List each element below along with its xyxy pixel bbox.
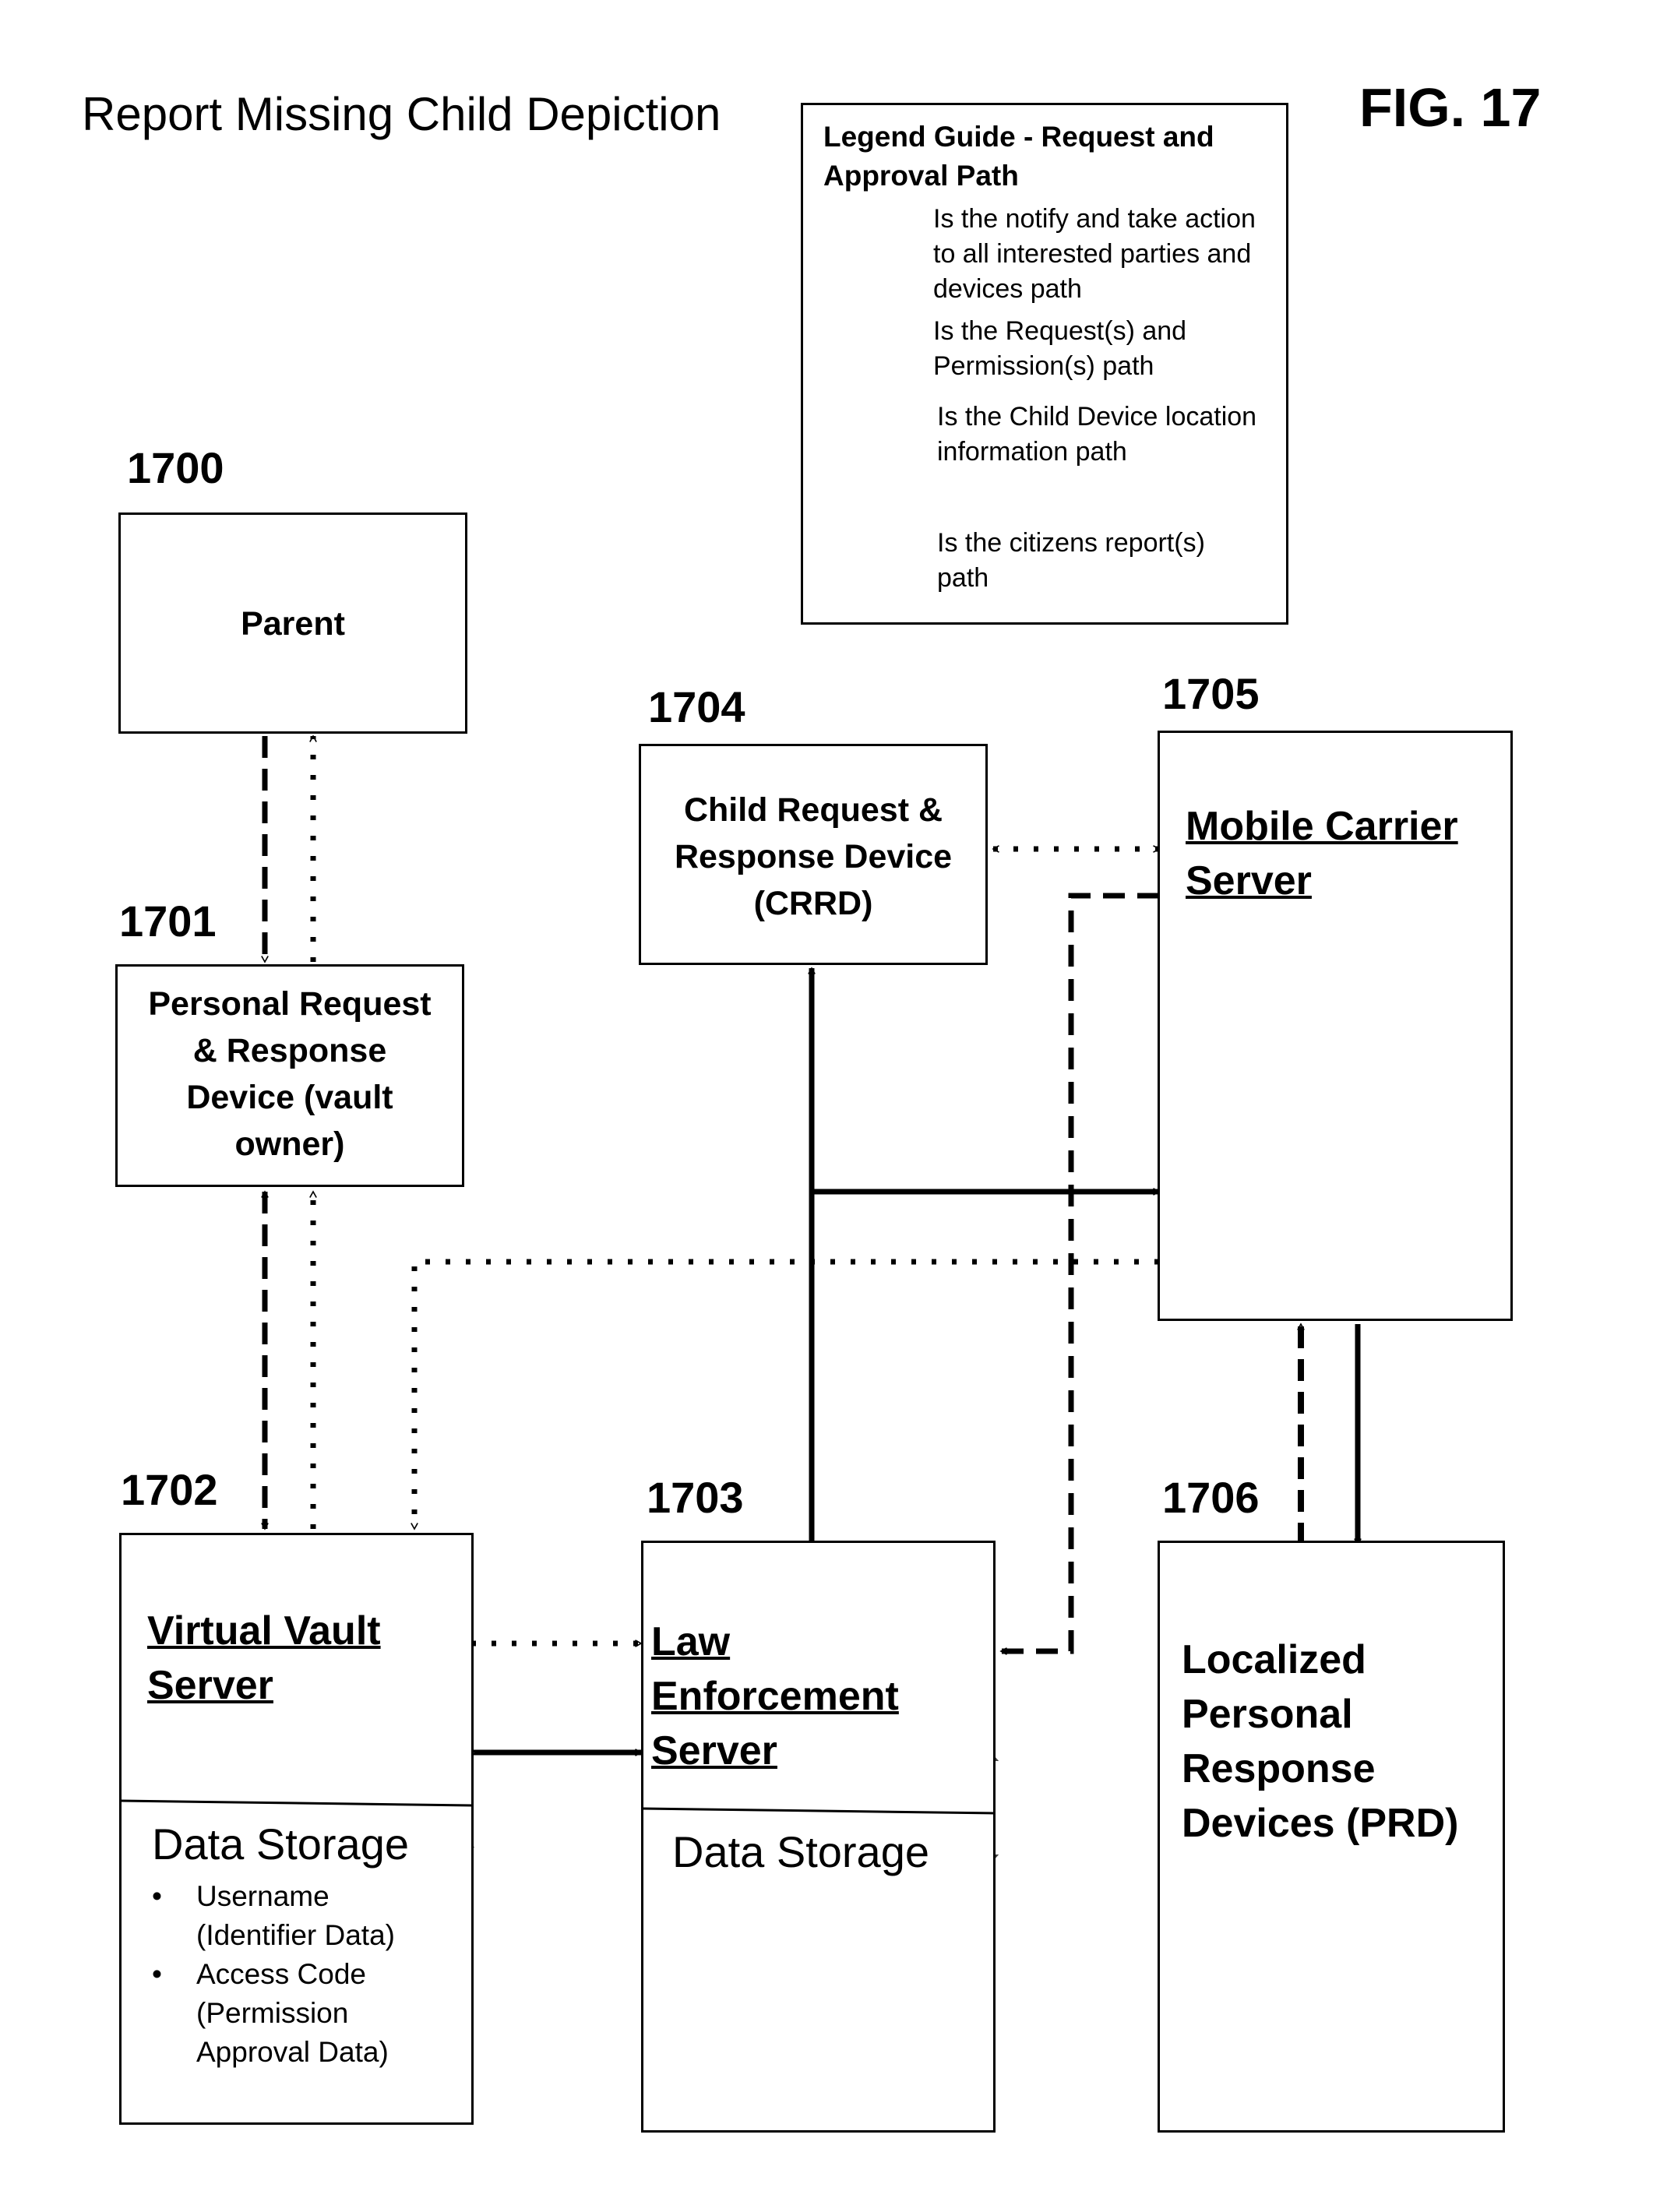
mobile-carrier-server-box: Mobile Carrier Server (1158, 731, 1513, 1321)
ref-1704: 1704 (648, 682, 745, 732)
localized-personal-response-devices-label: Localized Personal Response Devices (PRD… (1182, 1633, 1493, 1851)
localized-personal-response-devices-box: Localized Personal Response Devices (PRD… (1158, 1541, 1505, 2133)
child-request-response-device-box: Child Request & Response Device (CRRD) (639, 744, 988, 965)
child-request-response-device-label: Child Request & Response Device (CRRD) (664, 787, 962, 927)
law-storage-title: Data Storage (672, 1826, 929, 1877)
mobile-carrier-server-label: Mobile Carrier Server (1186, 799, 1489, 908)
ref-1706: 1706 (1162, 1472, 1260, 1523)
ref-1705: 1705 (1162, 668, 1260, 719)
